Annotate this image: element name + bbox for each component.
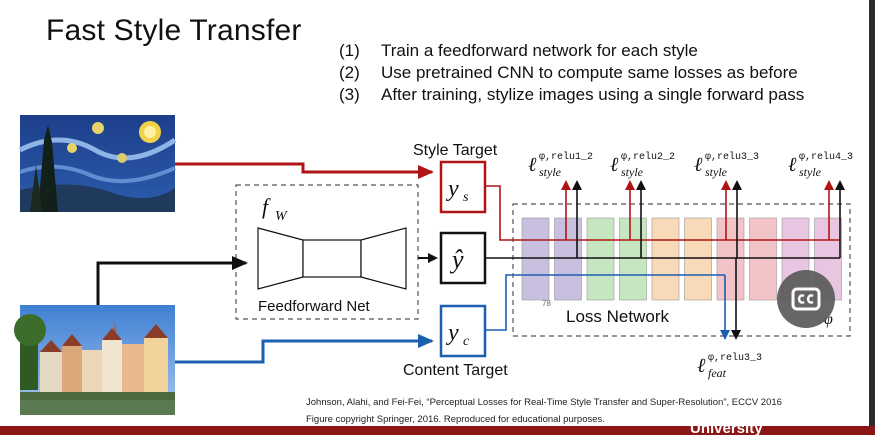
citation: Johnson, Alahi, and Fei-Fei, “Perceptual… <box>306 394 782 428</box>
output-box <box>439 231 487 285</box>
feedforward-net-box <box>235 184 419 320</box>
svg-text:φ,relu2_2: φ,relu2_2 <box>621 151 675 163</box>
style-image-arrow <box>175 162 434 179</box>
bullet-item: (1) Train a feedforward network for each … <box>339 40 804 62</box>
bullet-item: (2) Use pretrained CNN to compute same lo… <box>339 62 804 84</box>
small-number: 78 <box>542 299 551 308</box>
feature-loss: ℓ φ,relu3_3 feat <box>697 352 762 380</box>
fw-subscript: W <box>275 209 288 224</box>
content-image <box>14 305 175 415</box>
input-arrow <box>96 256 248 305</box>
bullet-text: Use pretrained CNN to compute same losse… <box>381 63 798 82</box>
bullet-item: (3) After training, stylize images using … <box>339 84 804 106</box>
style-target-label: Style Target <box>413 142 498 159</box>
style-target-box <box>439 160 487 214</box>
loss-layer-block <box>521 217 550 301</box>
svg-text:ℓ: ℓ <box>694 154 703 176</box>
yc-subscript: c <box>463 334 470 349</box>
encoder-shape <box>257 227 304 290</box>
style-loss-4: ℓ φ,relu4_3 style <box>788 151 853 179</box>
yc-label: y <box>446 320 459 346</box>
closed-caption-button[interactable] <box>777 270 835 328</box>
loss-layer-block <box>749 217 777 301</box>
ys-label: y <box>446 176 459 202</box>
svg-text:ℓ: ℓ <box>610 154 619 176</box>
svg-text:ℓ: ℓ <box>697 355 706 377</box>
ys-subscript: s <box>463 190 469 205</box>
footer-text: University <box>690 423 763 435</box>
style-loss-2: ℓ φ,relu2_2 style <box>610 151 675 179</box>
footer-bar <box>0 426 875 435</box>
decoder-shape <box>360 227 407 290</box>
svg-text:φ,relu1_2: φ,relu1_2 <box>539 151 593 163</box>
svg-text:φ,relu4_3: φ,relu4_3 <box>799 151 853 163</box>
closed-caption-icon <box>791 287 821 311</box>
feedforward-label: Feedforward Net <box>258 298 371 315</box>
style-line <box>485 185 840 241</box>
fw-label: f <box>262 194 271 219</box>
svg-text:style: style <box>799 165 822 179</box>
content-line <box>485 274 725 331</box>
slide-title: Fast Style Transfer <box>46 14 302 47</box>
bullet-list: (1) Train a feedforward network for each … <box>339 40 804 106</box>
loss-network-layers <box>521 217 842 301</box>
loss-layer-block <box>651 217 680 301</box>
content-image-arrow <box>175 334 434 364</box>
svg-text:style: style <box>621 165 644 179</box>
loss-layer-block <box>586 217 615 301</box>
svg-text:φ,relu3_3: φ,relu3_3 <box>705 151 759 163</box>
svg-text:style: style <box>705 165 728 179</box>
phi-label: φ <box>824 311 833 328</box>
right-edge <box>869 0 875 435</box>
bullet-number: (3) <box>339 85 360 104</box>
bottleneck-shape <box>302 239 362 278</box>
bullet-number: (1) <box>339 41 360 60</box>
loss-network-label: Loss Network <box>566 307 669 326</box>
svg-text:φ,relu3_3: φ,relu3_3 <box>708 352 762 364</box>
content-target-label: Content Target <box>403 362 508 379</box>
loss-layer-block <box>684 217 712 301</box>
style-loss-1: ℓ φ,relu1_2 style <box>528 151 593 179</box>
bullet-text: Train a feedforward network for each sty… <box>381 41 698 60</box>
svg-text:feat: feat <box>708 366 727 380</box>
svg-text:style: style <box>539 165 562 179</box>
citation-line-2: Figure copyright Springer, 2016. Reprodu… <box>306 414 605 425</box>
yhat-label: ŷ <box>449 245 464 274</box>
loss-layer-block <box>619 217 647 301</box>
svg-text:ℓ: ℓ <box>528 154 537 176</box>
style-image <box>18 115 177 212</box>
bullet-number: (2) <box>339 63 360 82</box>
loss-layer-block <box>716 217 745 301</box>
citation-line-1: Johnson, Alahi, and Fei-Fei, “Perceptual… <box>306 397 782 408</box>
bullet-text: After training, stylize images using a s… <box>381 85 805 104</box>
content-target-box <box>439 304 487 358</box>
svg-text:ℓ: ℓ <box>788 154 797 176</box>
style-loss-3: ℓ φ,relu3_3 style <box>694 151 759 179</box>
